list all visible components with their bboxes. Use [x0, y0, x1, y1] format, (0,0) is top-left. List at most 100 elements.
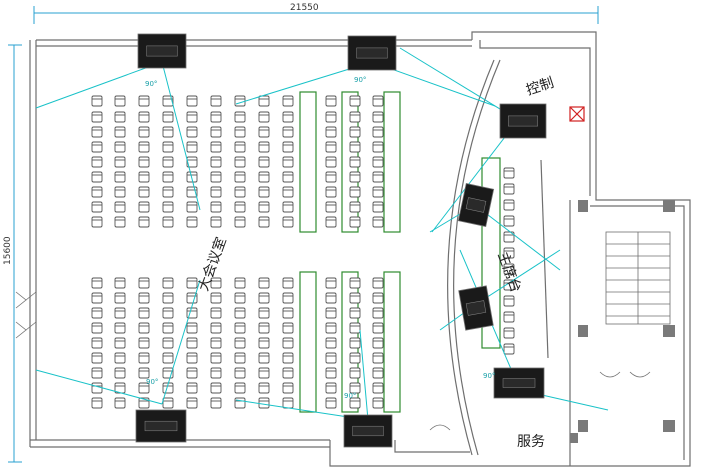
speaker-icon [135, 409, 187, 443]
seat-icon [349, 397, 361, 409]
seat-icon [282, 337, 294, 349]
seat-icon [372, 201, 384, 213]
seat-icon [210, 141, 222, 153]
coverage-line [474, 249, 561, 306]
seat-icon [138, 397, 150, 409]
seat-icon [325, 216, 337, 228]
seat-icon [258, 292, 270, 304]
seat-icon [349, 156, 361, 168]
seat-icon [114, 322, 126, 334]
seat-icon [186, 126, 198, 138]
angle-label: 90° [354, 76, 366, 84]
seat-icon [138, 216, 150, 228]
seat-icon [258, 307, 270, 319]
seat-icon [234, 292, 246, 304]
seat-icon [258, 216, 270, 228]
seat-icon [372, 141, 384, 153]
seat-icon [234, 171, 246, 183]
seat-icon [372, 337, 384, 349]
seat-icon [91, 95, 103, 107]
seat-icon [258, 186, 270, 198]
seat-icon [138, 156, 150, 168]
seat-icon [91, 156, 103, 168]
seat-icon [210, 156, 222, 168]
table [299, 271, 317, 413]
seat-icon [186, 322, 198, 334]
seat-icon [210, 277, 222, 289]
seat-icon [282, 307, 294, 319]
seat-icon [325, 111, 337, 123]
seat-icon [138, 171, 150, 183]
seat-icon [210, 126, 222, 138]
seat-icon [234, 156, 246, 168]
seat-icon [503, 183, 515, 195]
seat-icon [114, 367, 126, 379]
speaker-icon [493, 367, 545, 399]
seat-icon [186, 277, 198, 289]
door-swing-icon [15, 291, 651, 431]
seat-icon [234, 397, 246, 409]
exit-marker-icon [569, 106, 585, 122]
height-label: 15600 [3, 236, 13, 265]
seat-icon [282, 201, 294, 213]
speaker-icon [499, 103, 547, 139]
seat-icon [282, 156, 294, 168]
seat-icon [138, 95, 150, 107]
seat-icon [91, 277, 103, 289]
seat-icon [282, 95, 294, 107]
seat-icon [210, 337, 222, 349]
seat-icon [138, 322, 150, 334]
seat-icon [282, 397, 294, 409]
seat-icon [210, 216, 222, 228]
seat-icon [349, 352, 361, 364]
seat-icon [258, 352, 270, 364]
seat-icon [210, 382, 222, 394]
seat-icon [114, 216, 126, 228]
seat-icon [91, 292, 103, 304]
seat-icon [258, 111, 270, 123]
seat-icon [503, 231, 515, 243]
walls [29, 31, 691, 467]
seat-icon [349, 141, 361, 153]
seat-icon [162, 337, 174, 349]
coverage-line [161, 279, 201, 405]
speakers [135, 33, 547, 448]
seat-icon [234, 277, 246, 289]
seat-icon [349, 201, 361, 213]
seat-icon [258, 141, 270, 153]
seat-icon [91, 322, 103, 334]
seat-icon [325, 322, 337, 334]
seat-icon [282, 216, 294, 228]
seat-icon [210, 352, 222, 364]
seat-icon [91, 111, 103, 123]
seat-icon [234, 382, 246, 394]
seat-icon [282, 171, 294, 183]
seat-icon [258, 337, 270, 349]
seat-icon [186, 201, 198, 213]
seat-icon [138, 111, 150, 123]
seat-icon [325, 337, 337, 349]
room-label-stage: 主席台 [494, 250, 523, 295]
seat-icon [349, 367, 361, 379]
seat-icon [114, 397, 126, 409]
seat-icon [325, 352, 337, 364]
table [383, 91, 401, 233]
speaker-icon [343, 414, 393, 448]
seat-icon [234, 352, 246, 364]
seat-icon [282, 382, 294, 394]
seat-icon [114, 337, 126, 349]
seat-icon [372, 216, 384, 228]
seat-icon [162, 141, 174, 153]
seat-icon [349, 216, 361, 228]
seat-icon [234, 322, 246, 334]
speaker-icon [457, 183, 495, 227]
seat-icon [186, 216, 198, 228]
seat-icon [325, 397, 337, 409]
seat-icon [234, 95, 246, 107]
staircase [605, 231, 671, 325]
seat-icon [349, 337, 361, 349]
angle-label: 90° [145, 80, 157, 88]
coverage-line [35, 369, 163, 405]
seat-icon [282, 111, 294, 123]
